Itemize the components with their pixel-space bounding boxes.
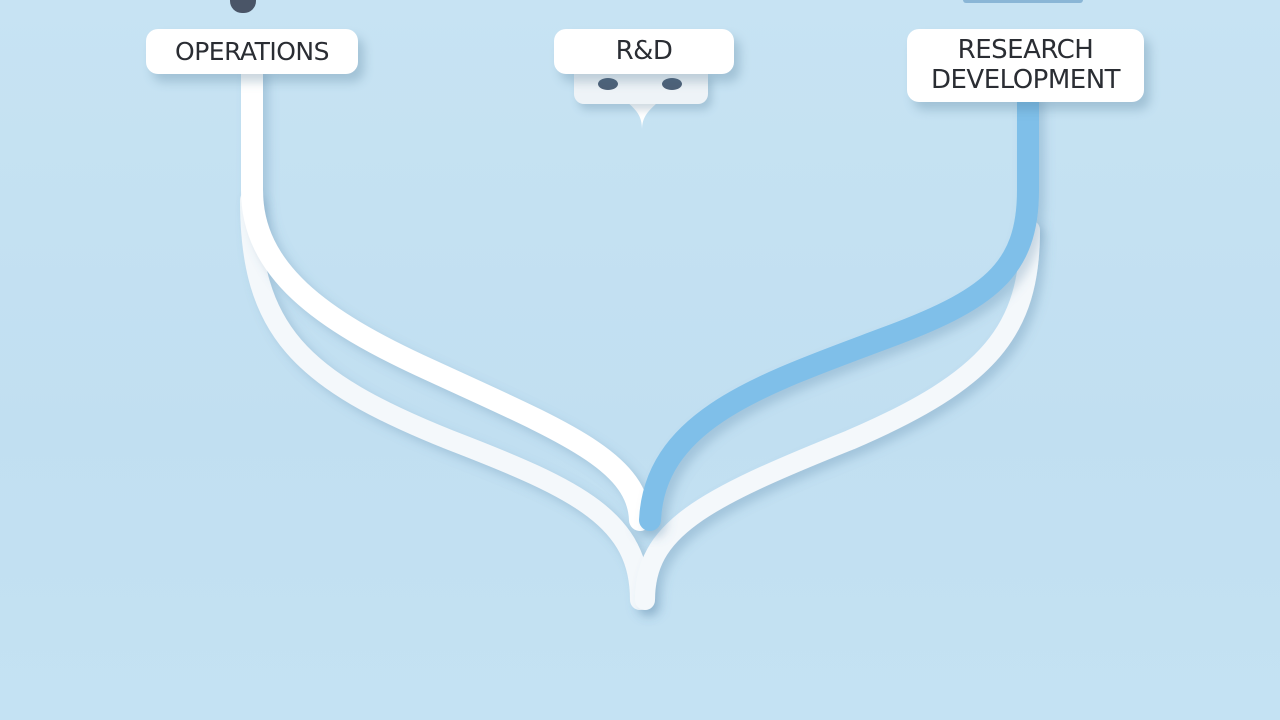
path-right-outer <box>635 220 1040 610</box>
path-left-outer <box>240 190 650 610</box>
rnd-plug-connector <box>574 72 708 104</box>
path-operations <box>241 63 651 531</box>
research-label-line1: RESEARCH <box>957 35 1094 65</box>
rnd-label: R&D <box>554 29 734 74</box>
path-research-development <box>639 89 1039 531</box>
plug-pin-left <box>598 78 618 90</box>
top-left-connector-shape <box>230 0 256 13</box>
operations-label: OPERATIONS <box>146 29 358 74</box>
plug-pin-right <box>662 78 682 90</box>
top-right-connector-shape <box>963 0 1083 3</box>
research-label-line2: DEVELOPMENT <box>930 65 1121 95</box>
path-rnd-neck <box>625 100 660 130</box>
research-development-label: RESEARCH DEVELOPMENT <box>907 29 1144 102</box>
